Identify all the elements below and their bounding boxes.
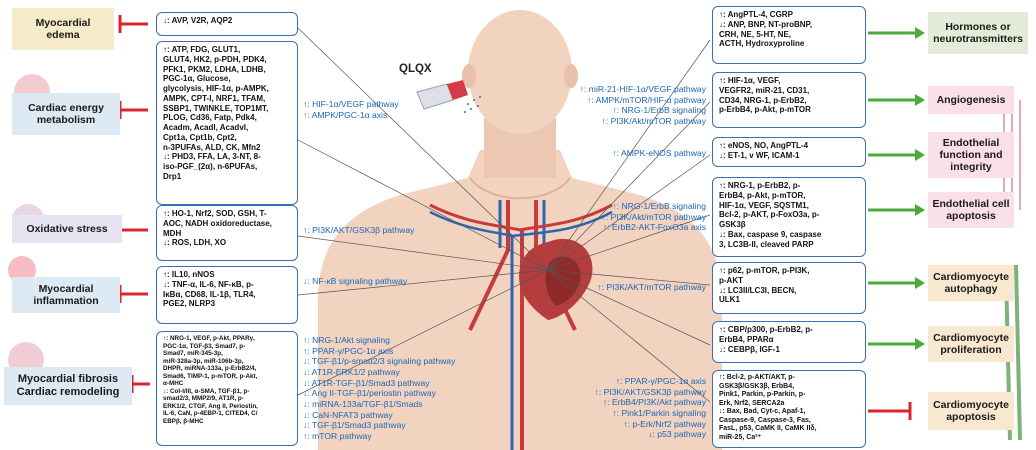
pathways-autophagy: ↑: PI3K/AKT/mTOR pathway [597,282,706,293]
label-oxidative-stress: Oxidative stress [12,215,122,243]
pathways-energy: ↑: HIF-1α/VEGF pathway↑: AMPK/PGC-1α axi… [303,99,399,120]
left-inhibit-markers [120,15,150,393]
box-endothelial-apoptosis-markers: ↑: NRG-1, p-ErbB2, p-ErbB4, p-Akt, p-mTO… [712,177,866,257]
pathways-cardio-apoptosis: ↑: PPAR-γ/PGC-1α axis↑: PI3K/AKT/GSK3β p… [595,376,706,440]
box-proliferation-markers: ↑: CBP/p300, p-ErbB2, p-ErbB4, PPARα↓: C… [712,321,866,363]
box-endothelial-markers: ↑: eNOS, NO, AngPTL-4↓: ET-1, v WF, ICAM… [712,137,866,167]
pathways-endothelial: ↑: AMPK-eNOS pathway [612,148,706,159]
box-oxidative-markers: ↑: HO-1, Nrf2, SOD, GSH, T-AOC, NADH oxi… [156,205,298,261]
box-edema-markers: ↓: AVP, V2R, AQP2 [156,12,298,36]
box-energy-markers: ↑: ATP, FDG, GLUT1,GLUT4, HK2, p-PDH, PD… [156,41,298,205]
right-inhibit-marker [868,402,910,420]
pathways-angiogenesis: ↑: miR-21-HIF-1α/VEGF pathway↑: AMPK/mTO… [580,84,706,127]
label-angiogenesis: Angiogenesis [928,86,1014,114]
pathways-oxidative: ↑: PI3K/AKT/GSK3β pathway [303,225,414,236]
box-angiogenesis-markers: ↑: HIF-1α, VEGF,VEGFR2, miR-21, CD31,CD3… [712,72,866,128]
box-hormones-markers: ↑: AngPTL-4, CGRP↓: ANP, BNP, NT-proBNP,… [712,6,866,64]
pathways-inflammation: ↓: NF-κB signaling pathway [303,276,407,287]
box-autophagy-markers: ↑: p62, p-mTOR, p-PI3K,p-AKT↓: LC3II/LC3… [712,262,866,314]
right-promote-arrows [868,27,925,350]
box-cardio-apoptosis-markers: ↑: Bcl-2, p-AKT/AKT, p-GSK3β/GSK3β, ErbB… [712,370,866,448]
pathways-fibrosis: ↑: NRG-1/Akt signaling↑: PPAR-γ/PGC-1α a… [303,335,455,442]
pathways-endothelial-apoptosis: ↑: NRG-1/ErbB signaling↑: PI3K/Akt/mTOR … [602,201,706,233]
box-fibrosis-markers: ↑: NRG-1, VEGF, p-Akt, PPARγ,PGC-1α, TGF… [156,331,298,446]
box-inflammation-markers: ↑: IL10, nNOS↓: TNF-α, IL-6, NF-κB, p-Iκ… [156,266,298,324]
drug-name: QLQX [399,63,432,75]
